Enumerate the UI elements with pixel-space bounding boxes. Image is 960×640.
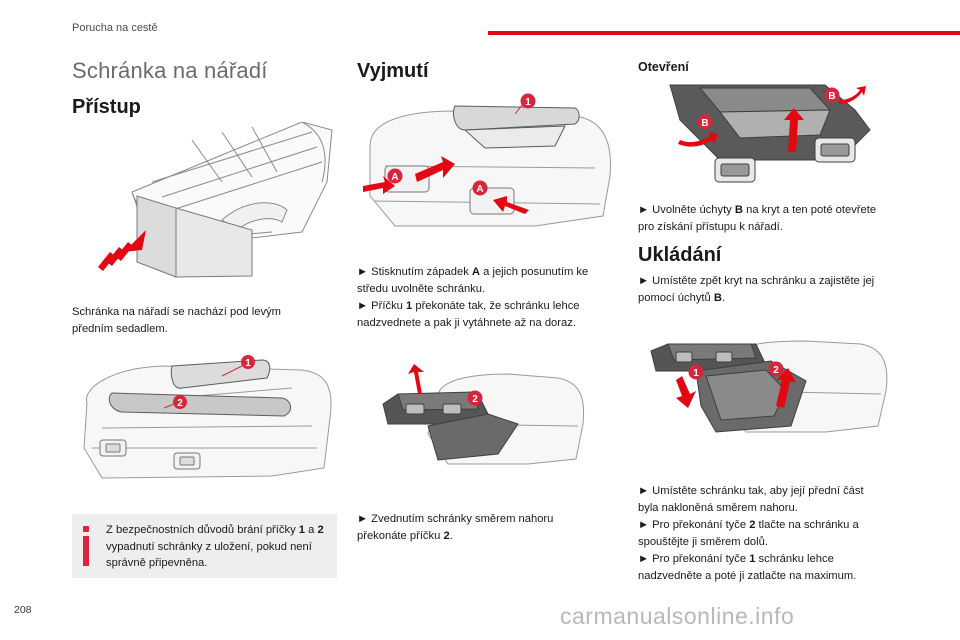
callout-badge-2: 2 (173, 395, 187, 409)
header-accent-bar (488, 31, 960, 35)
callout-label: B (701, 118, 708, 129)
callout-label: A (391, 172, 398, 183)
page-number: 208 (14, 604, 32, 616)
toolbox-bars-illustration: 1 2 (72, 348, 338, 488)
callout-badge-1: 1 (688, 364, 704, 380)
safety-info-text: Z bezpečnostních důvodů brání příčky 1 a… (106, 524, 324, 569)
callout-badge-A: A (387, 168, 403, 184)
store-cover-text: ► Umístěte zpět kryt na schránku a zajis… (638, 275, 875, 304)
callout-badge-A: A (472, 180, 488, 196)
page-title: Schránka na nářadí (72, 58, 268, 83)
subheading-opening: Otevření (638, 60, 689, 74)
red-arrow-icon (98, 230, 146, 271)
release-latches-illustration: 1 A A (355, 86, 615, 236)
info-icon (83, 526, 89, 566)
section-heading-storing: Ukládání (638, 244, 722, 266)
callout-badge-B: B (697, 114, 713, 130)
section-header: Porucha na cestě (72, 22, 158, 34)
callout-label: A (476, 184, 483, 195)
callout-label: 1 (693, 368, 699, 379)
open-cover-illustration: B B (660, 80, 880, 190)
section-heading-access: Přístup (72, 96, 141, 118)
callout-badge-B: B (824, 87, 840, 103)
toolbox-location-text: Schránka na nářadí se nachází pod levým … (72, 306, 281, 335)
safety-info-box: Z bezpečnostních důvodů brání příčky 1 a… (72, 514, 337, 578)
removal-step-text: ► Stisknutím západek A a jejich posunutí… (357, 266, 589, 329)
callout-label: 2 (773, 365, 779, 376)
stow-toolbox-illustration: 2 1 (646, 336, 892, 438)
callout-label: 1 (525, 97, 531, 108)
callout-badge-2: 2 (768, 361, 784, 377)
callout-badge-1: 1 (241, 355, 255, 369)
open-cover-text: ► Uvolněte úchyty B na kryt a ten poté o… (638, 204, 877, 233)
section-heading-removal: Vyjmutí (357, 60, 429, 82)
callout-badge-2: 2 (467, 390, 483, 406)
watermark: carmanualsonline.info (560, 603, 795, 629)
stow-steps-text: ► Umístěte schránku tak, aby její přední… (638, 485, 864, 582)
callout-badge-1: 1 (520, 93, 536, 109)
callout-label: 2 (177, 398, 183, 409)
callout-label: B (828, 91, 835, 102)
lift-step-text: ► Zvednutím schránky směrem nahoru překo… (357, 513, 554, 542)
callout-label: 2 (472, 394, 478, 405)
seat-illustration (72, 122, 338, 280)
lift-toolbox-illustration: 2 (378, 364, 588, 474)
callout-label: 1 (245, 358, 251, 369)
